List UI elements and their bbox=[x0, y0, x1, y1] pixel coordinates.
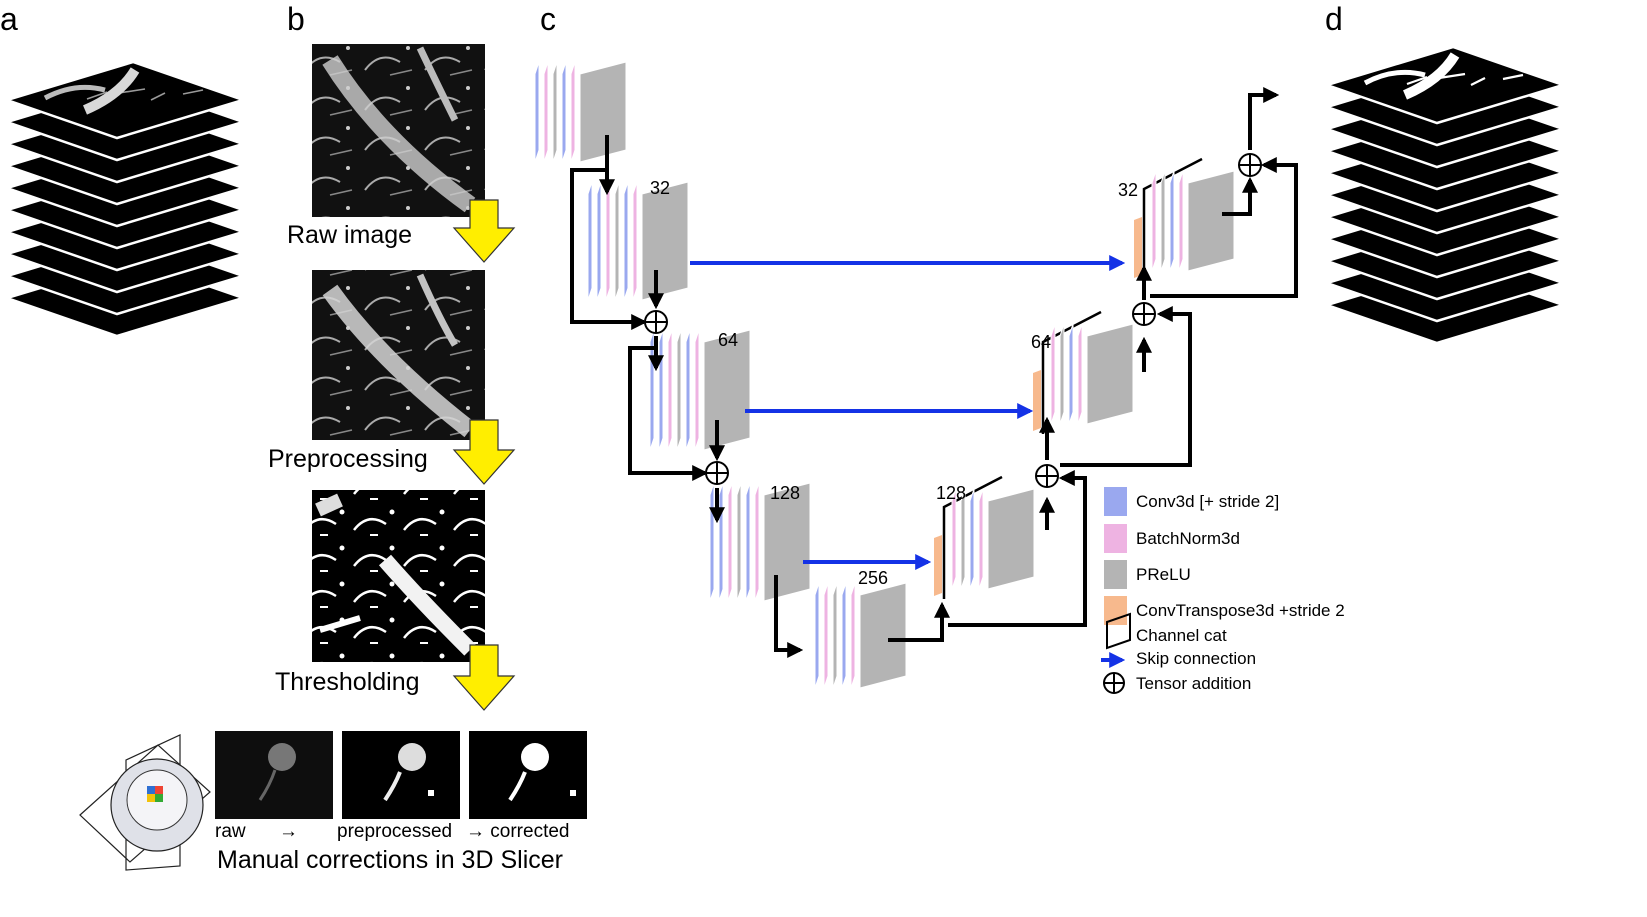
skip-connections bbox=[690, 255, 1126, 570]
enc-channels-128: 128 bbox=[770, 483, 800, 503]
layer-block bbox=[951, 488, 1035, 590]
thumb-label-raw: raw bbox=[215, 821, 246, 842]
panel-letter-a: a bbox=[0, 1, 18, 37]
unet-blocks bbox=[534, 61, 1235, 689]
arrow-enc3-bottleneck bbox=[774, 575, 804, 658]
layer-block bbox=[587, 181, 689, 301]
raw-image-stack bbox=[2, 60, 248, 338]
yellow-down-arrow-2 bbox=[452, 419, 516, 485]
legend-swatch-channel-cat bbox=[1106, 612, 1131, 650]
panel-letter-c: c bbox=[540, 1, 556, 37]
layer-block bbox=[534, 61, 627, 163]
legend-label-prelu: PReLU bbox=[1136, 565, 1191, 584]
layer-block bbox=[814, 582, 907, 689]
thumb-label-corrected: → corrected bbox=[466, 821, 569, 842]
layer-block bbox=[1050, 323, 1134, 425]
tensor-add-icon-3 bbox=[1035, 464, 1059, 488]
legend-swatch-convtranspose3d bbox=[1104, 596, 1127, 625]
raw-image-thumbnail bbox=[312, 44, 485, 217]
black-connections bbox=[570, 87, 1298, 658]
panel-letter-d: d bbox=[1325, 1, 1343, 37]
dec-channels-128: 128 bbox=[936, 483, 966, 503]
legend-label-skip: Skip connection bbox=[1136, 649, 1256, 668]
preprocessed-image-thumbnail bbox=[312, 270, 485, 440]
thresholded-image-thumbnail bbox=[312, 490, 485, 662]
legend-label-convtranspose3d: ConvTranspose3d +stride 2 bbox=[1136, 601, 1345, 620]
tensor-add-icon-5 bbox=[1238, 153, 1262, 177]
residual-dec64 bbox=[1060, 306, 1192, 467]
decoder-block bbox=[934, 475, 1003, 599]
enc-channels-32: 32 bbox=[650, 178, 670, 198]
yellow-down-arrow-1 bbox=[452, 199, 516, 263]
decoder-block bbox=[1033, 310, 1102, 434]
thumb-label-preprocessed: preprocessed bbox=[337, 821, 452, 842]
residual-enc2 bbox=[628, 346, 709, 481]
manual-corrections-caption: Manual corrections in 3D Slicer bbox=[217, 846, 563, 874]
legend-label-tensor-add: Tensor addition bbox=[1136, 674, 1251, 693]
tensor-add-icon-4 bbox=[1132, 302, 1156, 326]
arrow-bottleneck-dec128 bbox=[888, 601, 950, 642]
legend-label-channel-cat: Channel cat bbox=[1136, 626, 1227, 645]
dec-channels-64: 64 bbox=[1031, 332, 1051, 352]
correction-thumb-corrected bbox=[469, 731, 587, 819]
tensor-additions bbox=[644, 153, 1262, 488]
legend: Conv3d [+ stride 2] BatchNorm3d PReLU Co… bbox=[1101, 487, 1345, 694]
stack-slice bbox=[2, 60, 248, 140]
arrow-dec32-add bbox=[1222, 176, 1258, 216]
step-label-raw: Raw image bbox=[287, 221, 412, 249]
residual-dec128 bbox=[948, 470, 1087, 627]
tensor-add-icon-1 bbox=[644, 310, 668, 334]
arrow-output bbox=[1248, 87, 1280, 150]
correction-thumb-raw bbox=[215, 731, 333, 819]
yellow-down-arrow-3 bbox=[452, 644, 516, 711]
dec-channels-32: 32 bbox=[1118, 180, 1138, 200]
3d-slicer-logo-icon bbox=[79, 734, 211, 871]
segmentation-stack bbox=[1322, 45, 1568, 345]
layer-block bbox=[1151, 170, 1235, 272]
step-label-preprocessing: Preprocessing bbox=[268, 445, 428, 473]
enc-channels-64: 64 bbox=[718, 330, 738, 350]
legend-label-conv3d: Conv3d [+ stride 2] bbox=[1136, 492, 1279, 511]
bottleneck-channels-256: 256 bbox=[858, 568, 888, 588]
legend-swatch-conv3d bbox=[1104, 487, 1127, 516]
panel-letter-b: b bbox=[287, 1, 305, 37]
legend-tensor-add-icon bbox=[1103, 672, 1125, 694]
legend-label-batchnorm3d: BatchNorm3d bbox=[1136, 529, 1240, 548]
tensor-add-icon-2 bbox=[705, 461, 729, 485]
residual-dec32 bbox=[1150, 157, 1298, 298]
step-label-thresholding: Thresholding bbox=[275, 668, 420, 696]
residual-enc1 bbox=[570, 168, 648, 330]
legend-swatch-batchnorm3d bbox=[1104, 524, 1127, 553]
decoder-block bbox=[1134, 157, 1203, 281]
legend-swatch-prelu bbox=[1104, 560, 1127, 589]
thumb-arrow-1: → bbox=[279, 821, 298, 842]
correction-thumb-preprocessed bbox=[342, 731, 460, 819]
